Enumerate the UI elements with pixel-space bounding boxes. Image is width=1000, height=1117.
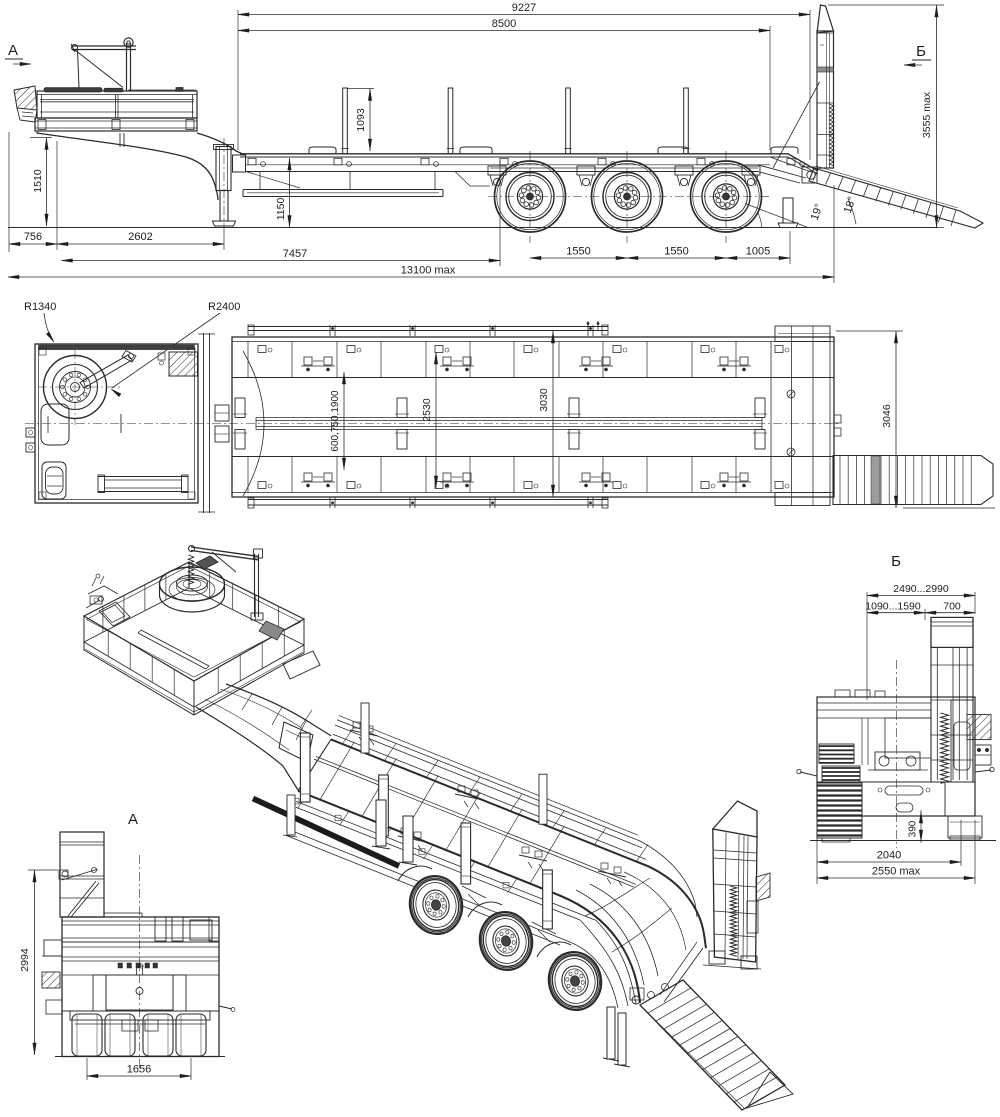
- svg-text:18°: 18°: [842, 195, 859, 215]
- svg-text:8500: 8500: [492, 18, 516, 30]
- svg-text:9227: 9227: [512, 2, 536, 14]
- svg-text:2040: 2040: [877, 850, 901, 862]
- svg-text:А: А: [8, 42, 18, 59]
- svg-text:Б: Б: [891, 553, 901, 570]
- svg-text:3555 max: 3555 max: [921, 91, 933, 138]
- svg-text:1550: 1550: [664, 246, 688, 258]
- svg-text:2602: 2602: [128, 231, 152, 243]
- svg-text:1090...1590: 1090...1590: [865, 601, 921, 613]
- svg-text:А: А: [128, 811, 138, 828]
- svg-text:390: 390: [907, 820, 918, 837]
- svg-text:600,750,1900: 600,750,1900: [330, 390, 341, 452]
- svg-text:2530: 2530: [421, 398, 433, 422]
- svg-text:3030: 3030: [538, 388, 550, 412]
- svg-text:13100 max: 13100 max: [401, 265, 456, 277]
- svg-text:700: 700: [943, 601, 961, 613]
- svg-text:1093: 1093: [355, 108, 367, 132]
- svg-text:Б: Б: [916, 43, 926, 60]
- svg-text:7457: 7457: [283, 248, 307, 260]
- svg-text:1656: 1656: [127, 1064, 151, 1076]
- svg-text:1550: 1550: [566, 246, 590, 258]
- svg-text:1005: 1005: [746, 246, 770, 258]
- svg-text:2994: 2994: [19, 948, 31, 972]
- svg-text:756: 756: [24, 231, 42, 243]
- svg-text:2550 max: 2550 max: [872, 866, 921, 878]
- svg-text:19°: 19°: [809, 202, 826, 222]
- svg-text:R2400: R2400: [208, 301, 240, 313]
- svg-text:2490...2990: 2490...2990: [893, 583, 949, 595]
- svg-text:1510: 1510: [32, 169, 44, 193]
- svg-text:3046: 3046: [881, 404, 893, 428]
- svg-text:R1340: R1340: [24, 301, 56, 313]
- svg-text:1150: 1150: [275, 198, 287, 221]
